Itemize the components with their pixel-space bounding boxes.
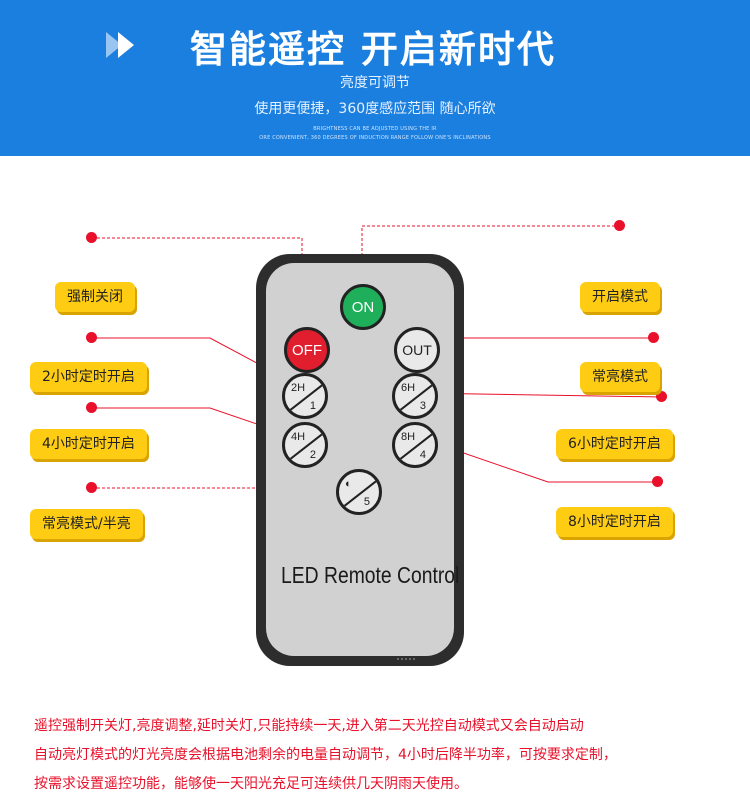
label-timer-2h: 2小时定时开启 — [30, 362, 147, 392]
remote-notch — [397, 658, 415, 664]
banner-english-line-2: ORE CONVENIENT, 360 DEGREES OF INDUCTION… — [259, 135, 491, 141]
marker-dot — [656, 391, 667, 402]
off-button[interactable]: OFF — [284, 327, 330, 373]
banner-headline: 智能遥控 开启新时代 — [190, 28, 556, 71]
timer-2h-label: 2H — [291, 382, 306, 394]
banner-subtitle: 亮度可调节 — [340, 75, 410, 91]
marker-dot — [86, 482, 97, 493]
line-force-off — [92, 237, 303, 333]
half-moon-icon: ◐ — [345, 478, 352, 490]
chevron-right-icon — [118, 32, 134, 58]
timer-8h-number: 4 — [419, 449, 426, 461]
marker-dot — [86, 402, 97, 413]
timer-4h-button[interactable]: 4H 2 — [282, 422, 328, 468]
timer-8h-button[interactable]: 8H 4 — [392, 422, 438, 468]
marker-dot — [648, 332, 659, 343]
dim-number: 5 — [363, 496, 370, 508]
label-timer-6h: 6小时定时开启 — [556, 429, 673, 459]
on-button[interactable]: ON — [340, 284, 386, 330]
footer-line-1: 遥控强制开关灯,亮度调整,延时关灯,只能持续一天,进入第二天光控自动模式又会自动… — [34, 718, 584, 734]
label-timer-8h: 8小时定时开启 — [556, 507, 673, 537]
marker-dot — [86, 232, 97, 243]
label-on-mode: 开启模式 — [580, 282, 660, 312]
timer-8h-label: 8H — [401, 431, 416, 443]
marker-dot — [86, 332, 97, 343]
label-steady: 常亮模式 — [580, 362, 660, 392]
timer-6h-button[interactable]: 6H 3 — [392, 373, 438, 419]
out-button[interactable]: OUT — [394, 327, 440, 373]
label-force-off: 强制关闭 — [55, 282, 135, 312]
label-timer-4h: 4小时定时开启 — [30, 429, 147, 459]
dim-button[interactable]: ◐ 5 — [336, 469, 382, 515]
timer-4h-number: 2 — [309, 449, 316, 461]
timer-4h-label: 4H — [291, 431, 306, 443]
banner-english-line-1: BRIGHTNESS CAN BE ADJUSTED USING THE IR — [313, 126, 437, 132]
marker-dot — [614, 220, 625, 231]
timer-6h-label: 6H — [401, 382, 416, 394]
remote-brand-text: LED Remote Control — [281, 562, 460, 588]
timer-6h-number: 3 — [419, 400, 426, 412]
banner-tagline: 使用更便捷，360度感应范围 随心所欲 — [254, 101, 496, 117]
footer-line-2: 自动亮灯模式的灯光亮度会根据电池剩余的电量自动调节，4小时后降半功率，可按要求定… — [34, 747, 617, 763]
marker-dot — [652, 476, 663, 487]
timer-2h-number: 1 — [309, 400, 316, 412]
header-banner: 智能遥控 开启新时代 亮度可调节 使用更便捷，360度感应范围 随心所欲 BRI… — [0, 0, 750, 156]
label-steady-half: 常亮模式/半亮 — [30, 509, 143, 539]
footer-line-3: 按需求设置遥控功能，能够使一天阳光充足可连续供几天阴雨天使用。 — [34, 776, 468, 792]
timer-2h-button[interactable]: 2H 1 — [282, 373, 328, 419]
